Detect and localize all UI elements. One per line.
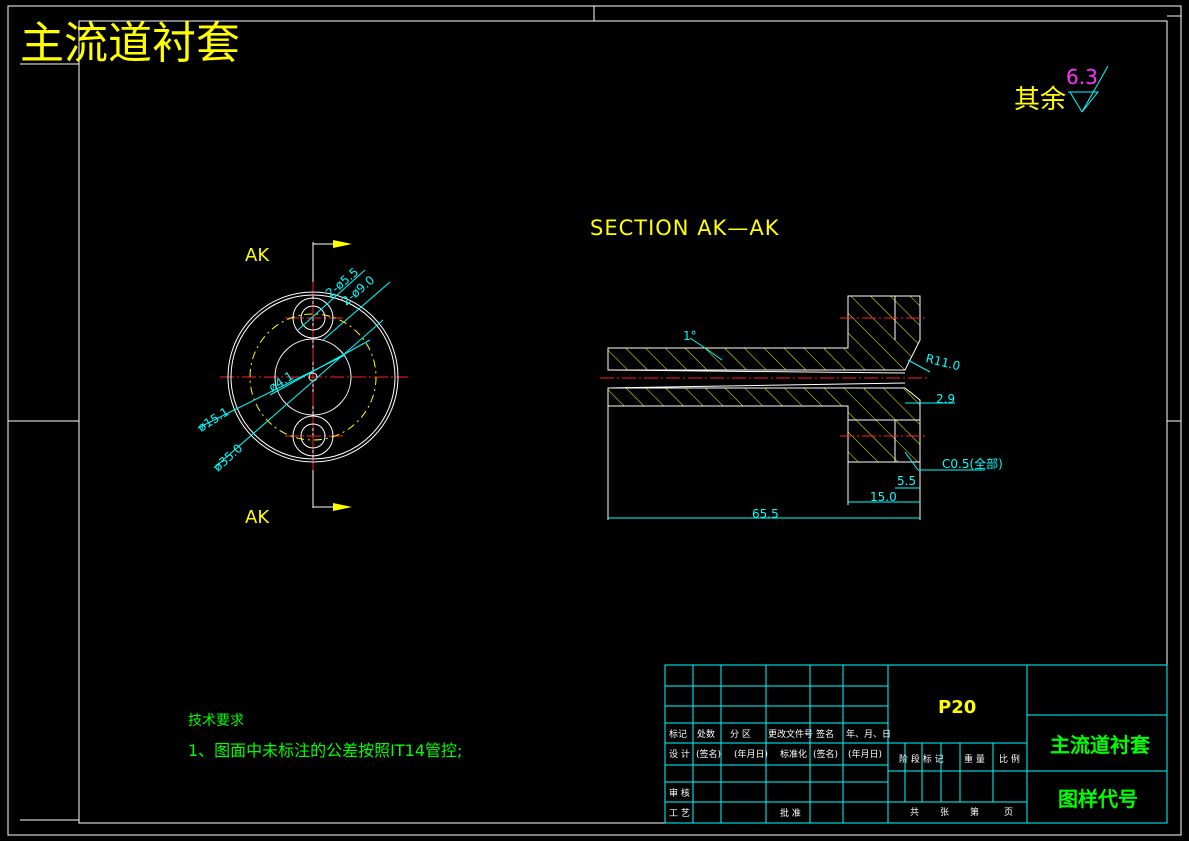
- drawing-title: 主流道衬套: [20, 18, 240, 69]
- tech-heading: 技术要求: [188, 713, 244, 729]
- tb-row2-label-2: (年月日): [734, 748, 768, 760]
- roughness-value: 6.3: [1066, 65, 1098, 89]
- dim-front-d151: ø15.1: [195, 405, 231, 435]
- tb-sheet-0: 共: [910, 807, 919, 818]
- dim-section-c05: C0.5(全部): [942, 456, 1003, 471]
- section-label-top: AK: [245, 245, 270, 266]
- title-block: P20 主流道衬套 图样代号 标记 处数 分 区 更改文件号 签名 年、月、日 …: [664, 664, 1168, 824]
- tb-part-name: 主流道衬套: [1050, 733, 1150, 757]
- tb-row-label-3: 更改文件号: [768, 728, 813, 740]
- section-title: SECTION AK—AK: [590, 216, 780, 240]
- tb-row2-label-0: 设 计: [669, 748, 690, 760]
- dim-front-d350: ø35.0: [211, 441, 246, 474]
- roughness-label: 其余: [1014, 85, 1066, 115]
- front-view: AK AK 2-ø5.5 2-ø9.0 ø4.1 ø15.1 ø35.0: [195, 240, 408, 528]
- tech-line-1: 1、图面中未标注的公差按照IT14管控;: [188, 741, 462, 760]
- dim-section-55: 5.5: [897, 474, 916, 488]
- tb-sheet-2: 第: [970, 806, 979, 818]
- roughness-symbol: 其余 6.3: [1014, 65, 1109, 115]
- tb-row-label-5: 年、月、日: [846, 728, 891, 740]
- tb-row2-label-1: (签名): [696, 748, 721, 760]
- dim-section-29: 2.9: [936, 392, 955, 406]
- tb-row2-label-4: (签名): [813, 748, 838, 760]
- technical-notes: 技术要求 1、图面中未标注的公差按照IT14管控;: [188, 713, 462, 760]
- tb-row2-label-5: (年月日): [848, 748, 882, 760]
- section-label-bottom: AK: [245, 507, 270, 528]
- dim-section-angle: 1°: [683, 329, 697, 343]
- section-view: 65.5 15.0 5.5 2.9 R11.0 C0.5(全部) 1°: [600, 295, 1003, 521]
- drawing-frame: [7, 5, 1182, 836]
- tb-weight-label: 重 量: [964, 753, 985, 765]
- dim-section-655: 65.5: [752, 507, 779, 521]
- tb-row2-label-3: 标准化: [780, 748, 807, 760]
- tb-scale-label: 比 例: [999, 753, 1020, 765]
- tb-sheet-3: 页: [1004, 807, 1013, 818]
- tb-process: 工 艺: [669, 808, 690, 819]
- tb-drawing-no-label: 图样代号: [1058, 787, 1138, 811]
- tb-approve: 批 准: [780, 807, 801, 819]
- dim-section-150: 15.0: [870, 490, 897, 504]
- tb-row-label-0: 标记: [669, 728, 687, 740]
- tb-part-code: P20: [938, 697, 976, 718]
- tb-row-label-2: 分 区: [730, 729, 751, 740]
- tb-row-label-1: 处数: [697, 728, 715, 740]
- dim-section-r110: R11.0: [924, 351, 961, 373]
- tb-row-label-4: 签名: [816, 728, 834, 740]
- tb-sheet-1: 张: [940, 807, 949, 818]
- tb-stage-label: 阶 段 标 记: [899, 753, 944, 765]
- tb-review: 审 核: [669, 787, 690, 799]
- dim-front-d41: ø4.1: [266, 369, 296, 395]
